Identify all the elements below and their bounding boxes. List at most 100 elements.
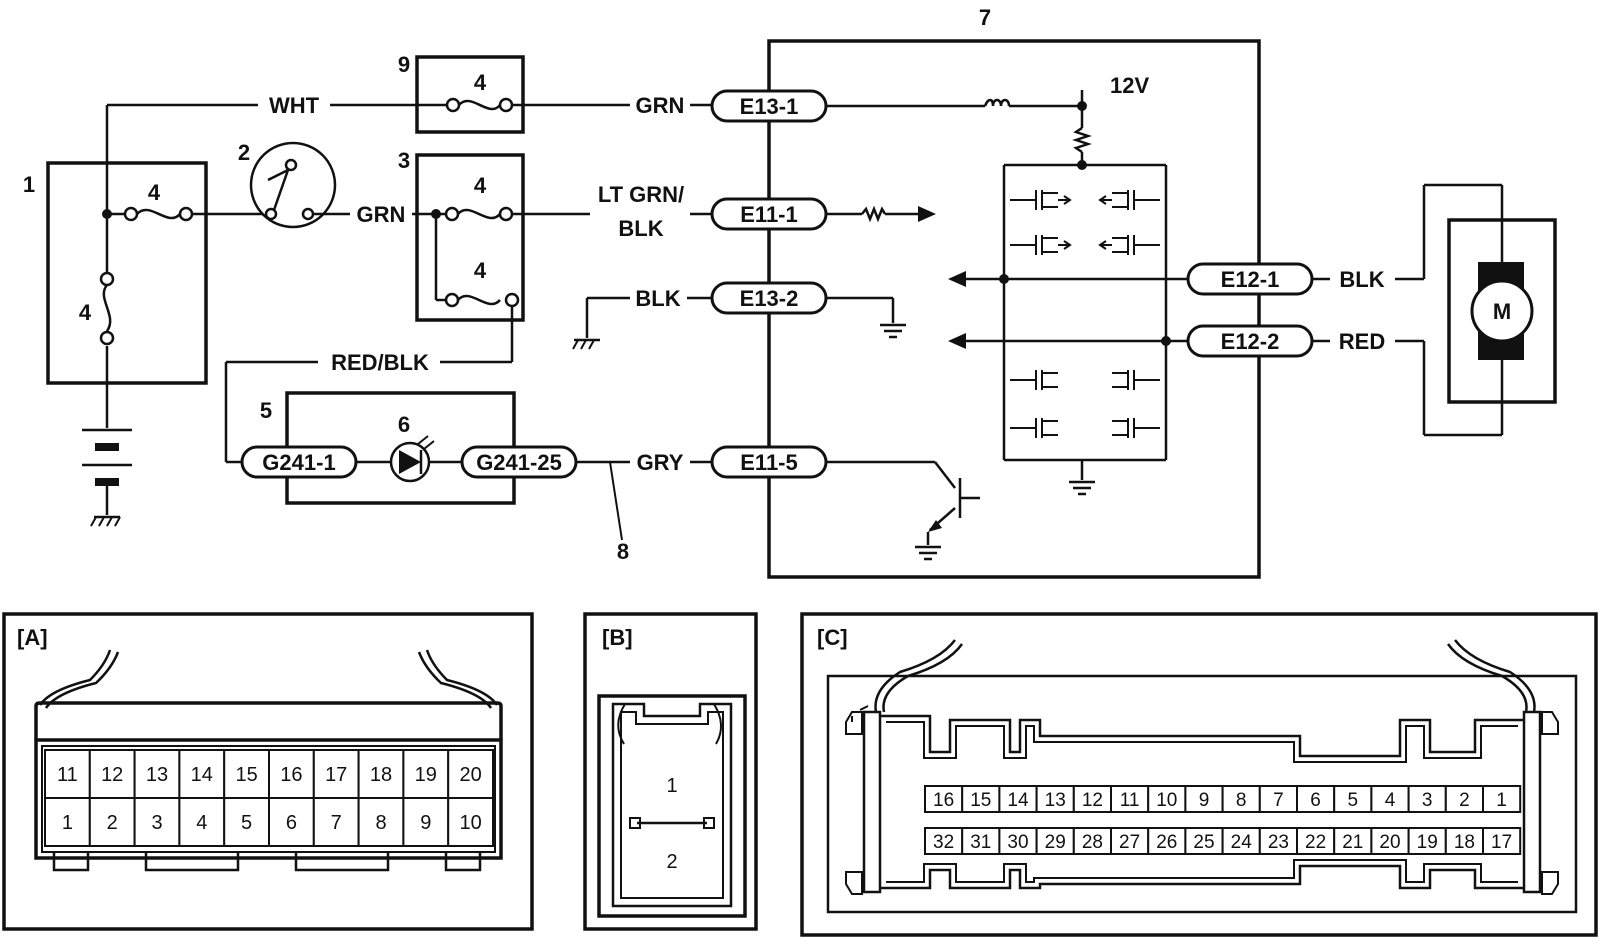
panel-c-pin-18: 18 bbox=[1454, 832, 1475, 853]
panel-c-cell bbox=[998, 785, 1038, 813]
wire-label-red: RED bbox=[1339, 329, 1385, 354]
panel-a-pin-20: 20 bbox=[459, 764, 481, 786]
wire-label-redblk: RED/BLK bbox=[331, 350, 429, 375]
panel-c-cell bbox=[1221, 827, 1261, 855]
callout-6: 6 bbox=[398, 412, 410, 437]
panel-c-cell bbox=[1370, 827, 1410, 855]
panel-c-cell bbox=[961, 827, 1001, 855]
panel-c-pin-13: 13 bbox=[1045, 790, 1066, 811]
panel-a-pin-5: 5 bbox=[241, 812, 252, 834]
fuse-box-1 bbox=[46, 161, 208, 385]
panel-a-pin-9: 9 bbox=[420, 812, 431, 834]
panel-a-pin-19: 19 bbox=[415, 764, 437, 786]
connector-e12-2: E12-2 bbox=[1221, 329, 1280, 354]
panel-a-cell bbox=[223, 749, 270, 799]
panel-c-pin-17: 17 bbox=[1491, 832, 1512, 853]
wire-label-ltgrn: LT GRN/ bbox=[598, 182, 684, 207]
panel-b-pin-1: 1 bbox=[666, 775, 677, 797]
panel-c-cell bbox=[1258, 827, 1299, 855]
panel-a-cell bbox=[88, 797, 136, 847]
wire-label-blk: BLK bbox=[1339, 267, 1384, 292]
panel-c-pin-15: 15 bbox=[970, 790, 991, 811]
panel-c-cell bbox=[1333, 827, 1373, 855]
connector-g241-1: G241-1 bbox=[262, 450, 335, 475]
wire-label-grn: GRN bbox=[636, 93, 685, 118]
fuse-box-9 bbox=[415, 55, 525, 134]
panel-a-label: [A] bbox=[17, 625, 48, 650]
panel-c-pin-24: 24 bbox=[1231, 832, 1253, 853]
panel-c-cell bbox=[1296, 785, 1336, 813]
panel-c-pin-4: 4 bbox=[1385, 790, 1396, 811]
panel-a-pin-1: 1 bbox=[62, 812, 73, 834]
panel-a-pin-17: 17 bbox=[325, 764, 347, 786]
control-module-7 bbox=[767, 39, 1261, 579]
panel-a-cell bbox=[133, 797, 181, 847]
battery-icon bbox=[82, 385, 132, 527]
panel-a-pin-6: 6 bbox=[286, 812, 297, 834]
panel-c-pin-9: 9 bbox=[1199, 790, 1210, 811]
panel-c-pin-5: 5 bbox=[1348, 790, 1359, 811]
callout-7: 7 bbox=[979, 5, 991, 30]
motor-label: M bbox=[1493, 299, 1511, 324]
panel-c-pin-16: 16 bbox=[933, 790, 954, 811]
wire-label-ltgrn: BLK bbox=[618, 216, 663, 241]
panel-c-pin-22: 22 bbox=[1305, 832, 1326, 853]
panel-c-cell bbox=[1110, 785, 1150, 813]
callout-9: 9 bbox=[398, 52, 410, 77]
panel-a-pin-3: 3 bbox=[151, 812, 162, 834]
fuse-icon bbox=[444, 292, 520, 308]
panel-b-label: [B] bbox=[602, 625, 633, 650]
panel-c-cell bbox=[1035, 785, 1075, 813]
callout-2: 2 bbox=[238, 140, 250, 165]
callout-4: 4 bbox=[474, 258, 487, 283]
callout-8: 8 bbox=[617, 539, 629, 564]
panel-a-cell bbox=[357, 797, 405, 847]
panel-c-cell bbox=[924, 785, 964, 813]
panel-a-pin-11: 11 bbox=[57, 764, 78, 786]
panel-c-cell bbox=[1184, 785, 1224, 813]
panel-c-pin-1: 1 bbox=[1496, 790, 1507, 811]
panel-c-cell bbox=[1407, 827, 1447, 855]
panel-a-pin-18: 18 bbox=[370, 764, 392, 786]
connector-e11-1: E11-1 bbox=[740, 202, 798, 227]
panel-a-pin-2: 2 bbox=[107, 812, 118, 834]
callout-4: 4 bbox=[79, 300, 92, 325]
connector-e11-5: E11-5 bbox=[740, 450, 798, 475]
fuse-icon bbox=[123, 206, 194, 222]
mosfet-array bbox=[1010, 190, 1160, 438]
fuse-box-3 bbox=[415, 153, 525, 322]
panel-c-cell bbox=[1035, 827, 1075, 855]
fuse-icon bbox=[445, 97, 514, 113]
connector-g241-25: G241-25 bbox=[476, 450, 562, 475]
panel-a-cell bbox=[447, 749, 495, 799]
callout-1: 1 bbox=[23, 172, 35, 197]
panel-a-pin-13: 13 bbox=[146, 764, 168, 786]
panel-c-cell bbox=[1370, 785, 1410, 813]
panel-c-pin-29: 29 bbox=[1045, 832, 1066, 853]
connector-e13-2: E13-2 bbox=[740, 286, 799, 311]
panel-c-cell bbox=[1333, 785, 1373, 813]
panel-c-cell bbox=[1147, 785, 1187, 813]
panel-c-pin-25: 25 bbox=[1193, 832, 1214, 853]
callout-5: 5 bbox=[260, 398, 272, 423]
motor-icon bbox=[1470, 262, 1534, 360]
panel-c-pin-26: 26 bbox=[1156, 832, 1177, 853]
panel-c-pin-30: 30 bbox=[1007, 832, 1028, 853]
callout-3: 3 bbox=[398, 148, 410, 173]
panel-a-pin-12: 12 bbox=[101, 764, 123, 786]
panel-b-pin-2: 2 bbox=[666, 851, 677, 873]
panel-c-pin-31: 31 bbox=[970, 832, 991, 853]
panel-c-cell bbox=[998, 827, 1038, 855]
panel-c-pin-28: 28 bbox=[1082, 832, 1103, 853]
panel-c-pin-21: 21 bbox=[1342, 832, 1363, 853]
panel-a-pin-10: 10 bbox=[459, 812, 481, 834]
panel-c-cell bbox=[1482, 785, 1522, 813]
wire-label-gry: GRY bbox=[637, 450, 684, 475]
panel-c-cell bbox=[1258, 785, 1299, 813]
indicator-lamp-icon bbox=[389, 435, 435, 483]
panel-c-pin-8: 8 bbox=[1236, 790, 1247, 811]
panel-c-pin-20: 20 bbox=[1379, 832, 1400, 853]
panel-c-pin-12: 12 bbox=[1082, 790, 1103, 811]
